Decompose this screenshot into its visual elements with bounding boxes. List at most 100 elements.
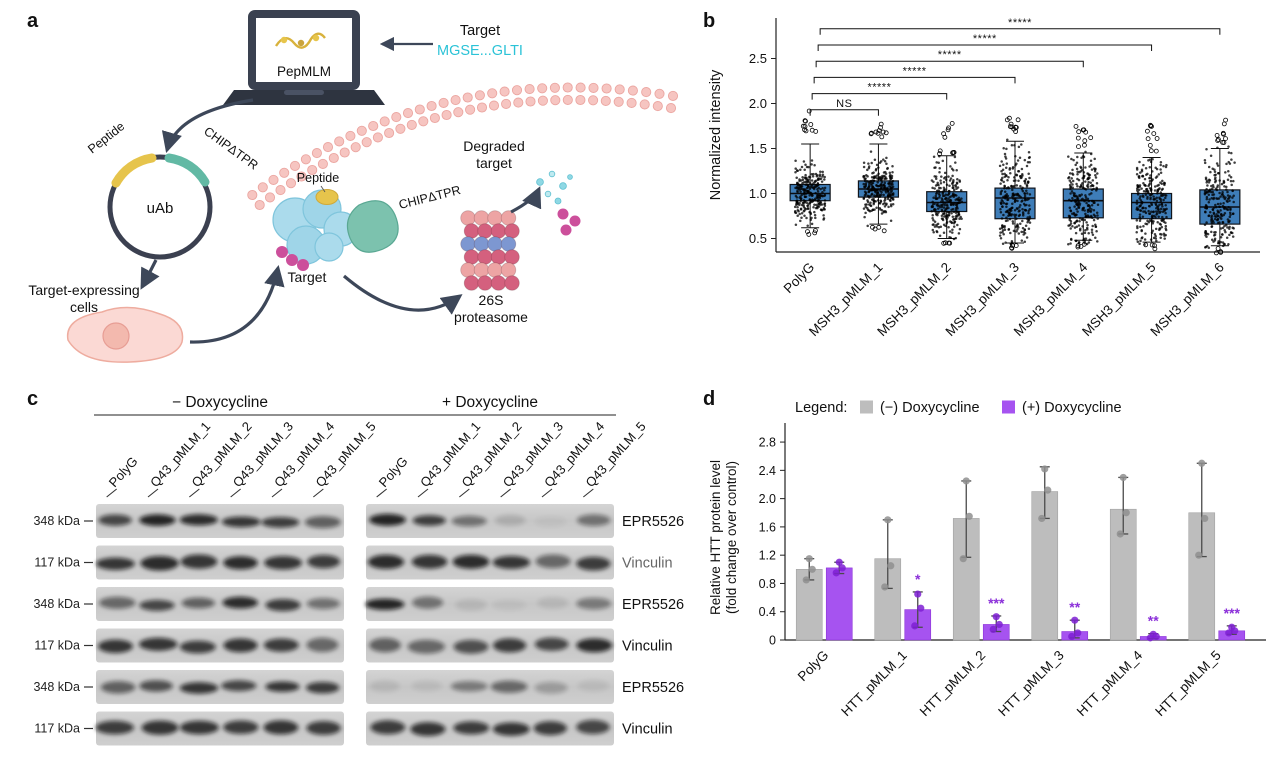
blot-strip [96, 504, 344, 538]
data-point [872, 179, 876, 182]
outlier-point [881, 228, 887, 234]
protein-band [407, 639, 445, 654]
data-point [1231, 189, 1234, 193]
data-point [1004, 174, 1008, 177]
data-point [1149, 174, 1152, 177]
data-point [808, 175, 812, 179]
protein-band [306, 682, 340, 694]
ubiquitin-dot [560, 224, 572, 236]
data-point [954, 161, 957, 164]
data-point [949, 236, 953, 240]
proteasome-subunit [460, 210, 476, 226]
data-point [1219, 240, 1223, 244]
outlier-point [1088, 135, 1094, 141]
lane-tick [541, 488, 553, 498]
data-point [1148, 212, 1151, 215]
data-point [1156, 190, 1159, 193]
data-point [875, 206, 878, 210]
data-point [1163, 183, 1166, 187]
data-point [1000, 189, 1004, 193]
data-point [1084, 150, 1087, 154]
data-point [1093, 214, 1097, 218]
lipid-head [550, 95, 561, 106]
data-point [1205, 188, 1208, 191]
data-point [888, 174, 892, 178]
data-point [1088, 165, 1091, 168]
data-point [875, 189, 878, 192]
data-point [1013, 213, 1016, 216]
data-point [1071, 199, 1075, 202]
data-point [1232, 179, 1235, 183]
data-point [934, 175, 938, 178]
data-point [1158, 227, 1161, 230]
data-point [1232, 212, 1235, 215]
blot-strip [96, 670, 344, 704]
proteasome-subunit [500, 262, 517, 278]
data-point [1023, 179, 1026, 183]
outlier-point [1147, 142, 1153, 148]
outlier-point [1006, 115, 1012, 121]
data-point [1139, 225, 1142, 229]
data-point [941, 159, 945, 163]
outlier-point [1149, 124, 1154, 129]
data-point [1093, 157, 1096, 161]
antibody-label: EPR5526 [622, 514, 684, 530]
data-point [799, 190, 802, 193]
data-point [795, 176, 798, 179]
data-point [871, 186, 874, 189]
data-point [1139, 171, 1142, 174]
data-point [886, 167, 889, 171]
data-point [1001, 242, 1005, 246]
data-point [1161, 205, 1164, 208]
data-point [1156, 220, 1159, 224]
data-point [1219, 235, 1223, 239]
outlier-point [876, 224, 882, 230]
data-point [799, 219, 802, 223]
data-point [1213, 231, 1216, 234]
data-point [1229, 207, 1232, 210]
protein-band [411, 680, 442, 691]
data-point [958, 199, 961, 202]
data-point [1222, 213, 1226, 217]
data-point [1216, 146, 1219, 150]
data-point [1021, 189, 1025, 193]
data-point [1025, 192, 1029, 195]
lipid-head [562, 82, 573, 93]
outlier-point [1015, 117, 1021, 123]
data-point [1087, 199, 1091, 203]
arrow-complex-to-proteasome [342, 274, 463, 315]
data-point [1002, 147, 1005, 150]
data-point [1085, 226, 1089, 230]
data-point [1212, 211, 1216, 214]
panel-d-barchart: Legend:(−) Doxycycline(+) Doxycycline00.… [708, 400, 1266, 719]
protein-band [304, 516, 341, 529]
data-point [1158, 203, 1161, 207]
data-point [947, 206, 950, 210]
peptide-blob [315, 189, 339, 205]
data-point [1162, 198, 1165, 202]
data-point [1000, 179, 1004, 182]
data-point [820, 203, 824, 206]
data-point [796, 206, 799, 209]
cell-nucleus [102, 322, 130, 350]
protein-band [139, 514, 176, 526]
data-point [805, 201, 808, 205]
data-point [1205, 235, 1208, 239]
cells-label-line1: Target-expressing [28, 282, 139, 298]
data-point [951, 184, 955, 187]
data-point [807, 202, 810, 206]
data-point [999, 211, 1003, 214]
data-point [806, 190, 810, 193]
data-point [1148, 165, 1152, 169]
data-point [1164, 224, 1168, 228]
data-point [953, 155, 957, 159]
data-point [1150, 203, 1154, 207]
data-point [1155, 207, 1158, 210]
data-point [954, 217, 957, 221]
data-point [1159, 160, 1163, 164]
data-point [885, 162, 888, 166]
data-point [1003, 190, 1007, 194]
data-point [881, 188, 885, 192]
protein-band [410, 722, 446, 736]
replicate-dot [884, 516, 892, 524]
